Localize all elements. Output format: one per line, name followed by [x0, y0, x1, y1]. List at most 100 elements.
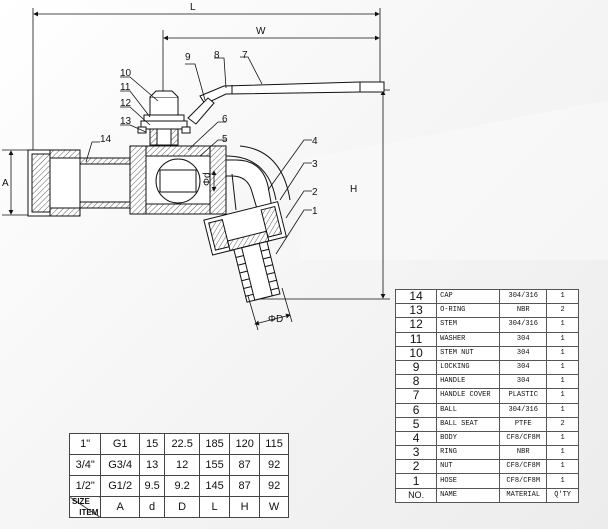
callout-4: 4 — [312, 136, 318, 147]
part-qty: 1 — [546, 331, 579, 347]
header-no: NO. — [394, 487, 438, 503]
part-qty: 1 — [546, 430, 579, 447]
callout-10: 10 — [120, 68, 132, 79]
callout-12: 12 — [120, 98, 132, 109]
part-name: RING — [436, 445, 501, 461]
part-number: 14 — [394, 288, 438, 305]
part-qty: 1 — [546, 374, 579, 390]
callout-13: 13 — [120, 116, 132, 127]
callout-7: 7 — [242, 50, 248, 61]
stem-assembly — [137, 90, 215, 146]
size-value: 9.2 — [164, 475, 201, 497]
dimension-L-label: L — [190, 2, 196, 13]
part-name: STEM — [436, 317, 501, 333]
size-value: 9.5 — [138, 475, 166, 497]
dimension-A-label: A — [2, 178, 9, 189]
callout-5: 5 — [222, 134, 228, 145]
callout-1: 1 — [312, 206, 318, 217]
size-value: G1 — [100, 433, 140, 455]
part-number: 13 — [394, 303, 438, 319]
part-material: 304 — [499, 374, 548, 390]
part-material: 304 — [499, 331, 548, 347]
size-value: 92 — [259, 475, 289, 497]
size-value: 13 — [138, 454, 166, 476]
part-name: BALL SEAT — [436, 416, 501, 432]
size-label: 3/4" — [68, 454, 102, 476]
size-value: G1/2 — [100, 475, 140, 497]
handle — [199, 81, 385, 105]
part-number: 9 — [394, 359, 438, 376]
callout-3: 3 — [312, 159, 318, 170]
callout-9: 9 — [185, 52, 191, 63]
part-material: 304/316 — [499, 288, 548, 305]
size-value: 12 — [164, 454, 201, 476]
part-name: BALL — [436, 402, 501, 418]
size-value: 92 — [259, 454, 289, 476]
background-shade — [300, 100, 608, 260]
size-column-header: D — [164, 496, 201, 518]
part-number: 3 — [394, 445, 438, 461]
part-material: 304/316 — [499, 317, 548, 333]
part-number: 4 — [394, 430, 438, 447]
part-name: HANDLE COVER — [436, 388, 501, 404]
dimension-D — [247, 287, 293, 331]
dimension-H-label: H — [350, 184, 357, 195]
size-value: G3/4 — [100, 454, 140, 476]
dimension-W-label: W — [256, 26, 266, 37]
dimension-d-label: Φd — [202, 172, 213, 186]
part-number: 11 — [394, 331, 438, 347]
part-qty: 1 — [546, 288, 579, 305]
header-name: NAME — [436, 487, 501, 503]
part-qty: 2 — [546, 416, 579, 432]
outlet-assembly — [203, 201, 287, 303]
size-value: 87 — [229, 475, 261, 497]
size-label: 1" — [68, 433, 102, 455]
callout-2: 2 — [312, 187, 318, 198]
part-number: 6 — [394, 402, 438, 418]
part-number: 1 — [394, 473, 438, 489]
size-value: 155 — [199, 454, 231, 476]
part-material: NBR — [499, 303, 548, 319]
size-label: 1/2" — [68, 475, 102, 497]
dimension-D-label: ΦD — [268, 314, 283, 325]
part-qty: 1 — [546, 359, 579, 376]
size-column-header: W — [259, 496, 289, 518]
part-number: 10 — [394, 345, 438, 361]
part-number: 12 — [394, 317, 438, 333]
part-number: 7 — [394, 388, 438, 404]
size-column-header: A — [100, 496, 140, 518]
part-material: 304/316 — [499, 402, 548, 418]
part-qty: 1 — [546, 445, 579, 461]
part-name: LOCKING — [436, 359, 501, 376]
part-qty: 1 — [546, 459, 579, 475]
size-value: 145 — [199, 475, 231, 497]
item-corner-label: ITEM — [79, 508, 99, 517]
part-material: CF8/CF8M — [499, 459, 548, 475]
part-material: CF8/CF8M — [499, 473, 548, 489]
callout-6: 6 — [222, 114, 228, 125]
callout-leaders — [85, 56, 312, 255]
dimension-L — [32, 8, 381, 150]
header-qty: Q'TY — [546, 487, 579, 503]
part-name: STEM NUT — [436, 345, 501, 361]
cap-inlet — [27, 149, 131, 217]
size-value: 115 — [259, 433, 289, 455]
callout-14: 14 — [100, 134, 112, 145]
part-qty: 1 — [546, 402, 579, 418]
part-material: 304 — [499, 345, 548, 361]
part-name: HOSE — [436, 473, 501, 489]
